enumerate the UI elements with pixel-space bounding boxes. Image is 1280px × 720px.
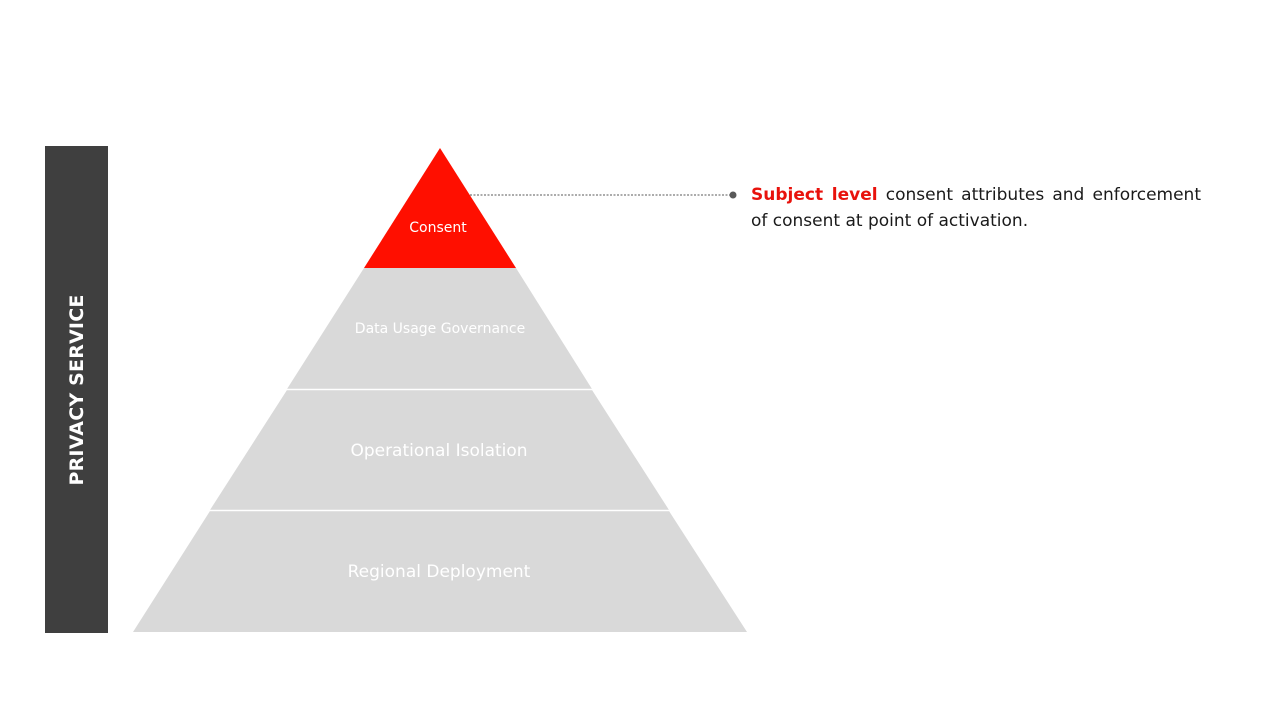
tier-label-data-usage-governance: Data Usage Governance [355,321,525,337]
pyramid-tier-regional-deployment [133,511,747,632]
tier-label-regional-deployment: Regional Deployment [348,562,531,582]
callout-connector-dot [729,191,737,199]
privacy-service-sidebar: PRIVACY SERVICE [45,146,108,633]
callout-emphasis: Subject level [751,185,878,205]
tier-label-consent: Consent [409,220,467,236]
callout-text: consent attributes and enforcement of co… [751,185,1201,231]
consent-callout: Subject level consent attributes and enf… [751,182,1201,234]
pyramid-tier-operational-isolation [210,390,669,510]
pyramid-tier-data-usage-governance [287,268,592,389]
tier-label-operational-isolation: Operational Isolation [350,441,527,461]
pyramid-tier-consent [364,148,516,268]
